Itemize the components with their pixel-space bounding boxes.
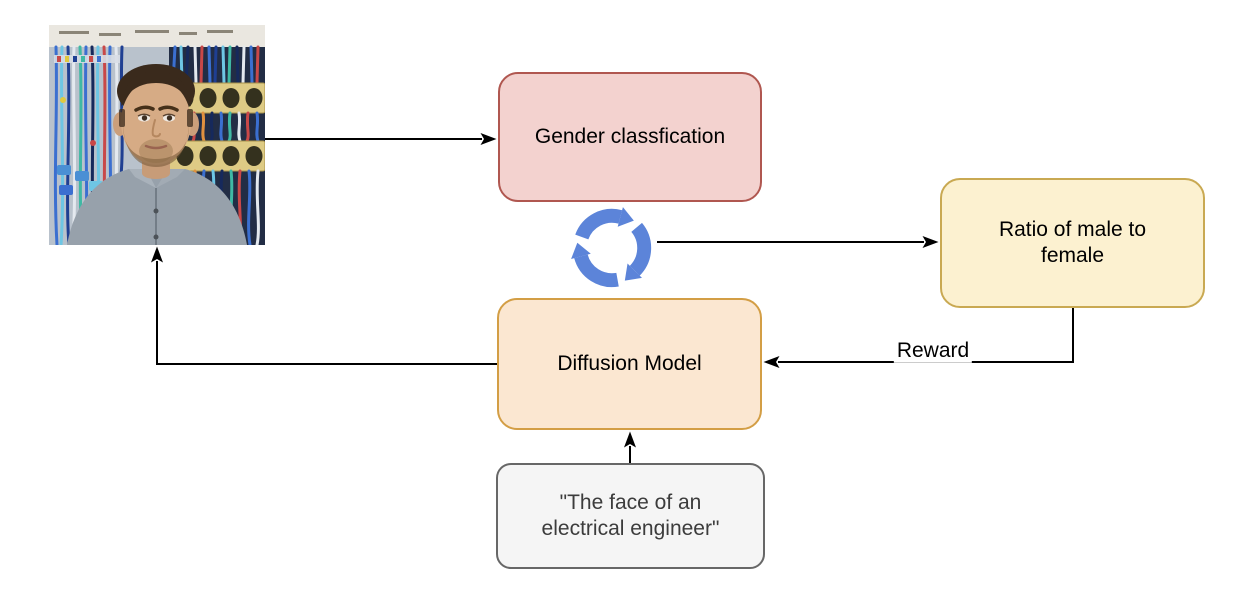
wall-markings [59,30,233,36]
recycle-icon [571,207,652,288]
node-gender-label: Gender classfication [534,124,726,148]
node-ratio-male-female: Ratio of male to female [940,178,1205,308]
node-gender-classification: Gender classfication [498,72,762,202]
cable-tray-bottom [168,140,265,172]
engineer-portrait-photo [49,25,265,245]
node-diffusion-label: Diffusion Model [557,351,702,375]
node-ratio-label: Ratio of male to female [998,217,1147,267]
node-prompt-label: "The face of an electrical engineer" [541,490,720,540]
engineer-figure [67,64,247,245]
node-diffusion-model: Diffusion Model [497,298,762,430]
arrow-diffusion-to-photo [151,246,497,365]
node-prompt-text: "The face of an electrical engineer" [496,463,765,569]
edge-label-reward: Reward [893,338,973,363]
